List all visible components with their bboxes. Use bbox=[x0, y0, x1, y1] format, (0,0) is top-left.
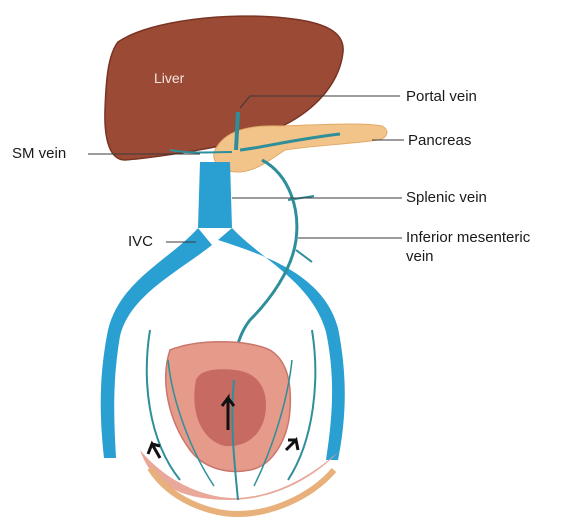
splenic-vein-label: Splenic vein bbox=[406, 189, 487, 207]
pancreas-shape bbox=[214, 124, 387, 172]
ivc-label: IVC bbox=[128, 233, 153, 251]
sm-vein-label: SM vein bbox=[12, 145, 66, 163]
pelvic-vessel-right bbox=[288, 330, 315, 480]
liver-label: Liver bbox=[154, 70, 184, 86]
ivc-trunk bbox=[198, 162, 232, 228]
pancreas-label: Pancreas bbox=[408, 132, 471, 150]
flow-arrow-right bbox=[286, 440, 298, 450]
inferior-mesenteric-vein-label-line2: vein bbox=[406, 248, 434, 266]
inferior-mesenteric-vein-label-line1: Inferior mesenteric bbox=[406, 229, 530, 247]
portal-vein bbox=[236, 112, 238, 150]
portal-vein-label: Portal vein bbox=[406, 88, 477, 106]
imv-side-branch-2 bbox=[296, 250, 312, 262]
flow-arrow-left bbox=[148, 444, 160, 458]
